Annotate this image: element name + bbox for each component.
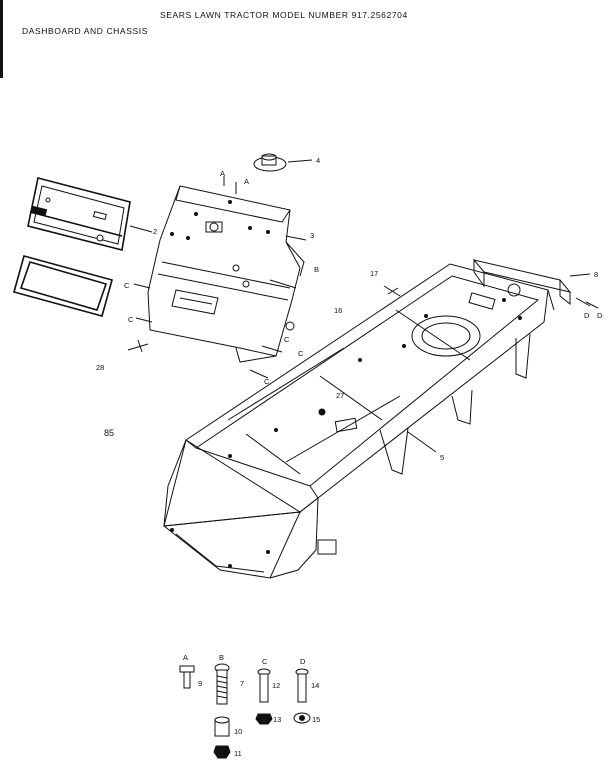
callout-labels: 2 3 4 5 8 16 17 27 28 A A B C C C C C D … (96, 156, 603, 462)
callout-b-1: B (314, 265, 319, 274)
callout-c-4: C (298, 349, 304, 358)
callout-4: 4 (316, 156, 320, 165)
hardware-legend: A 9 B 7 10 11 C 12 13 D (179, 653, 320, 759)
hardware-part-10: 10 (234, 727, 242, 736)
page-subtitle: DASHBOARD AND CHASSIS (22, 26, 148, 36)
hardware-part-b: 7 (240, 679, 244, 688)
callout-c-1: C (124, 281, 130, 290)
callout-c-5: C (264, 377, 270, 386)
callout-17: 17 (370, 269, 378, 278)
hardware-part-d: 14 (311, 681, 319, 690)
hardware-part-13: 13 (273, 715, 281, 724)
callout-8: 8 (594, 270, 598, 279)
hardware-letter-c: C (262, 657, 268, 666)
callout-c-3: C (284, 335, 290, 344)
page-title: SEARS LAWN TRACTOR MODEL NUMBER 917.2562… (160, 10, 408, 20)
dash-cap-part (253, 153, 313, 172)
callout-27: 27 (336, 391, 344, 400)
page-code: 85 (104, 428, 114, 438)
callout-a-1: A (220, 169, 225, 178)
callout-d-1: D (584, 311, 590, 320)
rear-bracket-part (472, 259, 599, 311)
hardware-part-11: 11 (234, 749, 242, 758)
exploded-fasteners (127, 283, 401, 379)
chassis-frame-part (163, 263, 549, 579)
callout-16: 16 (334, 306, 342, 315)
hardware-letter-a: A (183, 653, 188, 662)
hardware-part-15: 15 (312, 715, 320, 724)
hardware-part-c: 12 (272, 681, 280, 690)
hardware-letter-d: D (300, 657, 306, 666)
instrument-panel-part (27, 177, 153, 251)
callout-5: 5 (440, 453, 444, 462)
callout-a-2: A (244, 177, 249, 186)
callout-3: 3 (310, 231, 314, 240)
callout-d-2: D (597, 311, 603, 320)
callout-c-2: C (128, 315, 134, 324)
callout-28: 28 (96, 363, 104, 372)
dashboard-part (147, 176, 307, 363)
gasket-part (13, 255, 113, 317)
margin-bar (0, 0, 3, 78)
callout-2: 2 (153, 227, 157, 236)
hardware-letter-b: B (219, 653, 224, 662)
hardware-part-a: 9 (198, 679, 202, 688)
